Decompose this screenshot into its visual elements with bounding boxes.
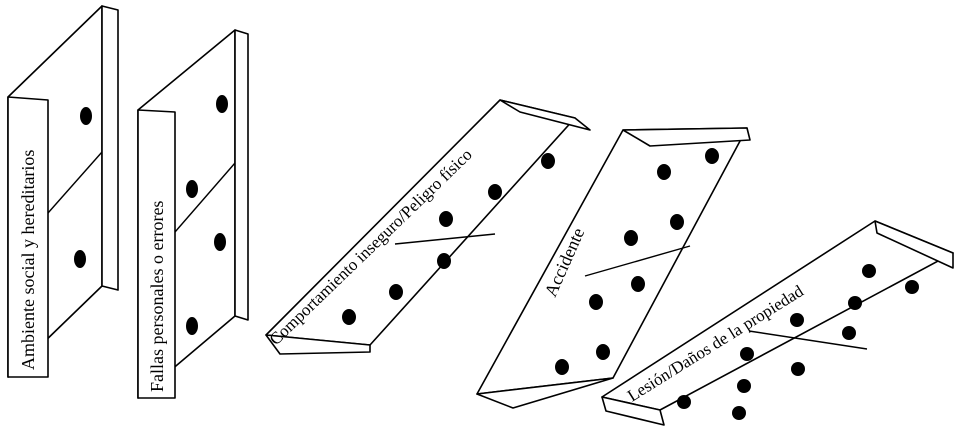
domino-1-pip bbox=[74, 250, 86, 268]
domino-3-pip bbox=[437, 253, 451, 269]
domino-2-pip bbox=[214, 233, 226, 251]
domino-2-pip bbox=[186, 317, 198, 335]
domino-4-pip bbox=[631, 276, 645, 292]
domino-5-pip bbox=[732, 406, 746, 420]
domino-1-label: Ambiente social y hereditarios bbox=[18, 150, 38, 370]
domino-5-pip bbox=[842, 326, 856, 340]
domino-5-pip bbox=[905, 280, 919, 294]
domino-4-pip bbox=[670, 214, 684, 230]
domino-5-pip bbox=[790, 313, 804, 327]
domino-3-pip bbox=[389, 284, 403, 300]
domino-5-pip bbox=[791, 362, 805, 376]
domino-1-pip bbox=[80, 107, 92, 125]
domino-5-pip bbox=[848, 296, 862, 310]
domino-4-pip bbox=[555, 359, 569, 375]
domino-5-pip bbox=[677, 395, 691, 409]
domino-5-pip bbox=[737, 379, 751, 393]
domino-4-pip bbox=[596, 344, 610, 360]
domino-2: Fallas personales o errores bbox=[138, 30, 248, 398]
domino-3-pip bbox=[488, 184, 502, 200]
domino-4-pip bbox=[589, 294, 603, 310]
domino-4-pip bbox=[624, 230, 638, 246]
domino-2-right-face bbox=[235, 30, 248, 320]
domino-2-pip bbox=[216, 95, 228, 113]
domino-1: Ambiente social y hereditarios bbox=[8, 6, 118, 377]
domino-3-pip bbox=[541, 153, 555, 169]
domino-5-pip bbox=[740, 347, 754, 361]
domino-2-label: Fallas personales o errores bbox=[147, 201, 167, 392]
domino-1-right-face bbox=[102, 6, 118, 290]
domino-4-pip bbox=[705, 148, 719, 164]
domino-3-pip bbox=[439, 211, 453, 227]
domino-4-pip bbox=[657, 164, 671, 180]
domino-3-pip bbox=[342, 309, 356, 325]
domino-5-pip bbox=[862, 264, 876, 278]
domino-2-pip bbox=[186, 180, 198, 198]
